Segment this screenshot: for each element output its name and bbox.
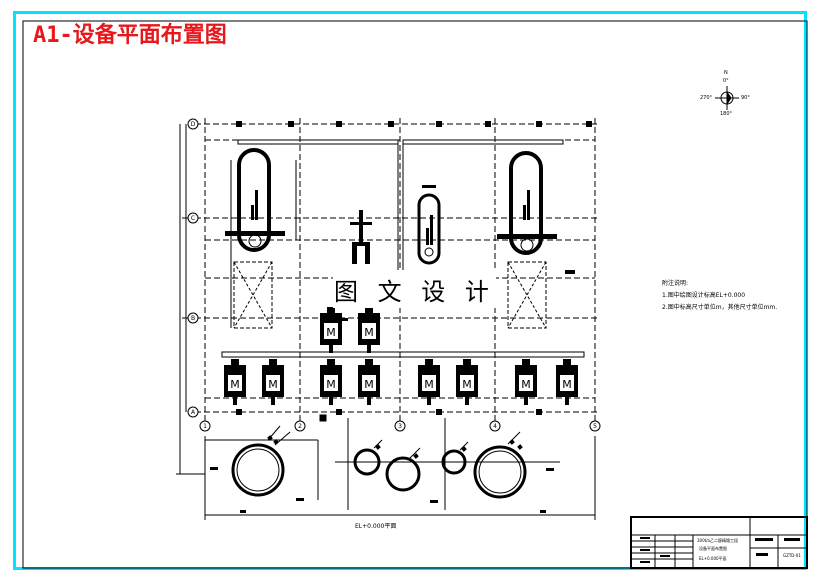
axis-letter: B <box>191 315 195 322</box>
pump-inlet <box>522 359 530 365</box>
pump: M <box>320 359 342 405</box>
pump-motor <box>362 323 376 339</box>
tower-left <box>237 148 271 252</box>
pump-inlet <box>463 359 471 365</box>
axis-number: 4 <box>493 423 497 430</box>
pump-motor <box>228 375 242 391</box>
pump-motor-glyph: M <box>326 326 336 339</box>
axis-letter: D <box>191 121 196 128</box>
pump: M <box>358 307 380 353</box>
axis-number: 3 <box>398 423 402 430</box>
pump-motor-glyph: M <box>424 378 434 391</box>
tanks <box>231 443 527 499</box>
axis-bubbles-rows <box>187 118 199 418</box>
pump-outlet <box>367 345 371 353</box>
axis-number: 1 <box>203 423 207 430</box>
pump-outlet <box>271 397 275 405</box>
title-block-code: GZTD-01 <box>783 553 801 558</box>
compass-left: 270° <box>700 95 713 101</box>
pump-outlet <box>329 345 333 353</box>
axis-numbers: 1 2 3 4 5 <box>203 423 597 430</box>
notes-heading: 附注说明: <box>662 280 689 287</box>
pump-inlet <box>327 359 335 365</box>
pump: M <box>224 359 246 405</box>
pump: M <box>456 359 478 405</box>
pump-inlet <box>269 359 277 365</box>
title-block-drawing: 设备平面布置图 <box>699 546 727 551</box>
pump-outlet <box>524 397 528 405</box>
pump-motor <box>324 375 338 391</box>
pump-motor <box>560 375 574 391</box>
pump-motor <box>460 375 474 391</box>
axis-letter: C <box>191 215 195 222</box>
pump: M <box>358 359 380 405</box>
pump-motor-glyph: M <box>562 378 572 391</box>
pump-motor <box>324 323 338 339</box>
drawing-notes: 附注说明: 1.图中绘图设计标高EL+0.000 2.图中标高尺寸单位m，其他尺… <box>662 278 777 314</box>
compass-zero: 0° <box>723 78 729 84</box>
title-block-fills <box>640 537 800 563</box>
pump-outlet <box>367 397 371 405</box>
pump-motor <box>362 375 376 391</box>
pump: M <box>262 359 284 405</box>
pump-inlet <box>425 359 433 365</box>
title-block-elevation: EL+0.000平面 <box>699 556 727 561</box>
pump-outlet <box>329 397 333 405</box>
pump-motor <box>266 375 280 391</box>
pump-inlet <box>365 307 373 313</box>
axis-number: 5 <box>593 423 597 430</box>
compass <box>715 86 739 110</box>
pump-inlet <box>365 359 373 365</box>
columns <box>236 121 592 415</box>
pump-outlet <box>565 397 569 405</box>
pump-outlet <box>465 397 469 405</box>
plan-label: EL+0.000平面 <box>355 523 397 530</box>
tower-right <box>509 151 543 255</box>
compass-bottom: 180° <box>720 111 733 117</box>
pump: M <box>556 359 578 405</box>
inner-border <box>22 20 808 569</box>
axis-letters: D C B A <box>191 121 196 416</box>
pump-inlet <box>327 307 335 313</box>
pump-motor-glyph: M <box>462 378 472 391</box>
pump-motor <box>519 375 533 391</box>
notes-line: 2.图中标高尺寸单位m，其他尺寸单位mm. <box>662 304 778 311</box>
axis-letter: A <box>191 409 196 416</box>
pump-motor-glyph: M <box>268 378 278 391</box>
pump-motor-glyph: M <box>364 378 374 391</box>
notes-line: 1.图中绘图设计标高EL+0.000 <box>662 292 746 299</box>
pump: M <box>320 307 342 353</box>
axis-number: 2 <box>298 423 302 430</box>
drawing-title: A1-设备平面布置图 <box>33 23 227 48</box>
pipe-racks <box>221 139 585 358</box>
pump-inlet <box>231 359 239 365</box>
tower-middle <box>417 193 441 265</box>
tank-marks <box>210 435 554 513</box>
watermark-stamp: 图 文 设 计 <box>333 270 496 308</box>
axis-bubbles-cols <box>199 420 601 432</box>
dim-left <box>176 124 205 475</box>
pump: M <box>418 359 440 405</box>
pump-outlet <box>233 397 237 405</box>
pump-motor-glyph: M <box>230 378 240 391</box>
pump: M <box>515 359 537 405</box>
pump-motor-glyph: M <box>326 378 336 391</box>
pump-outlet <box>427 397 431 405</box>
compass-north: N <box>724 70 728 76</box>
pump-motor <box>422 375 436 391</box>
title-block <box>630 516 808 569</box>
compass-right: 90° <box>741 95 750 101</box>
tower-internals <box>225 185 557 264</box>
pump-motor-glyph: M <box>364 326 374 339</box>
tower-bases <box>230 160 547 329</box>
pump-motor-glyph: M <box>521 378 531 391</box>
pump-inlet <box>563 359 571 365</box>
title-block-project: 300t/a乙二醇精馏工段 <box>697 538 739 543</box>
pump-group: M M M M M M M M M M <box>224 307 578 405</box>
